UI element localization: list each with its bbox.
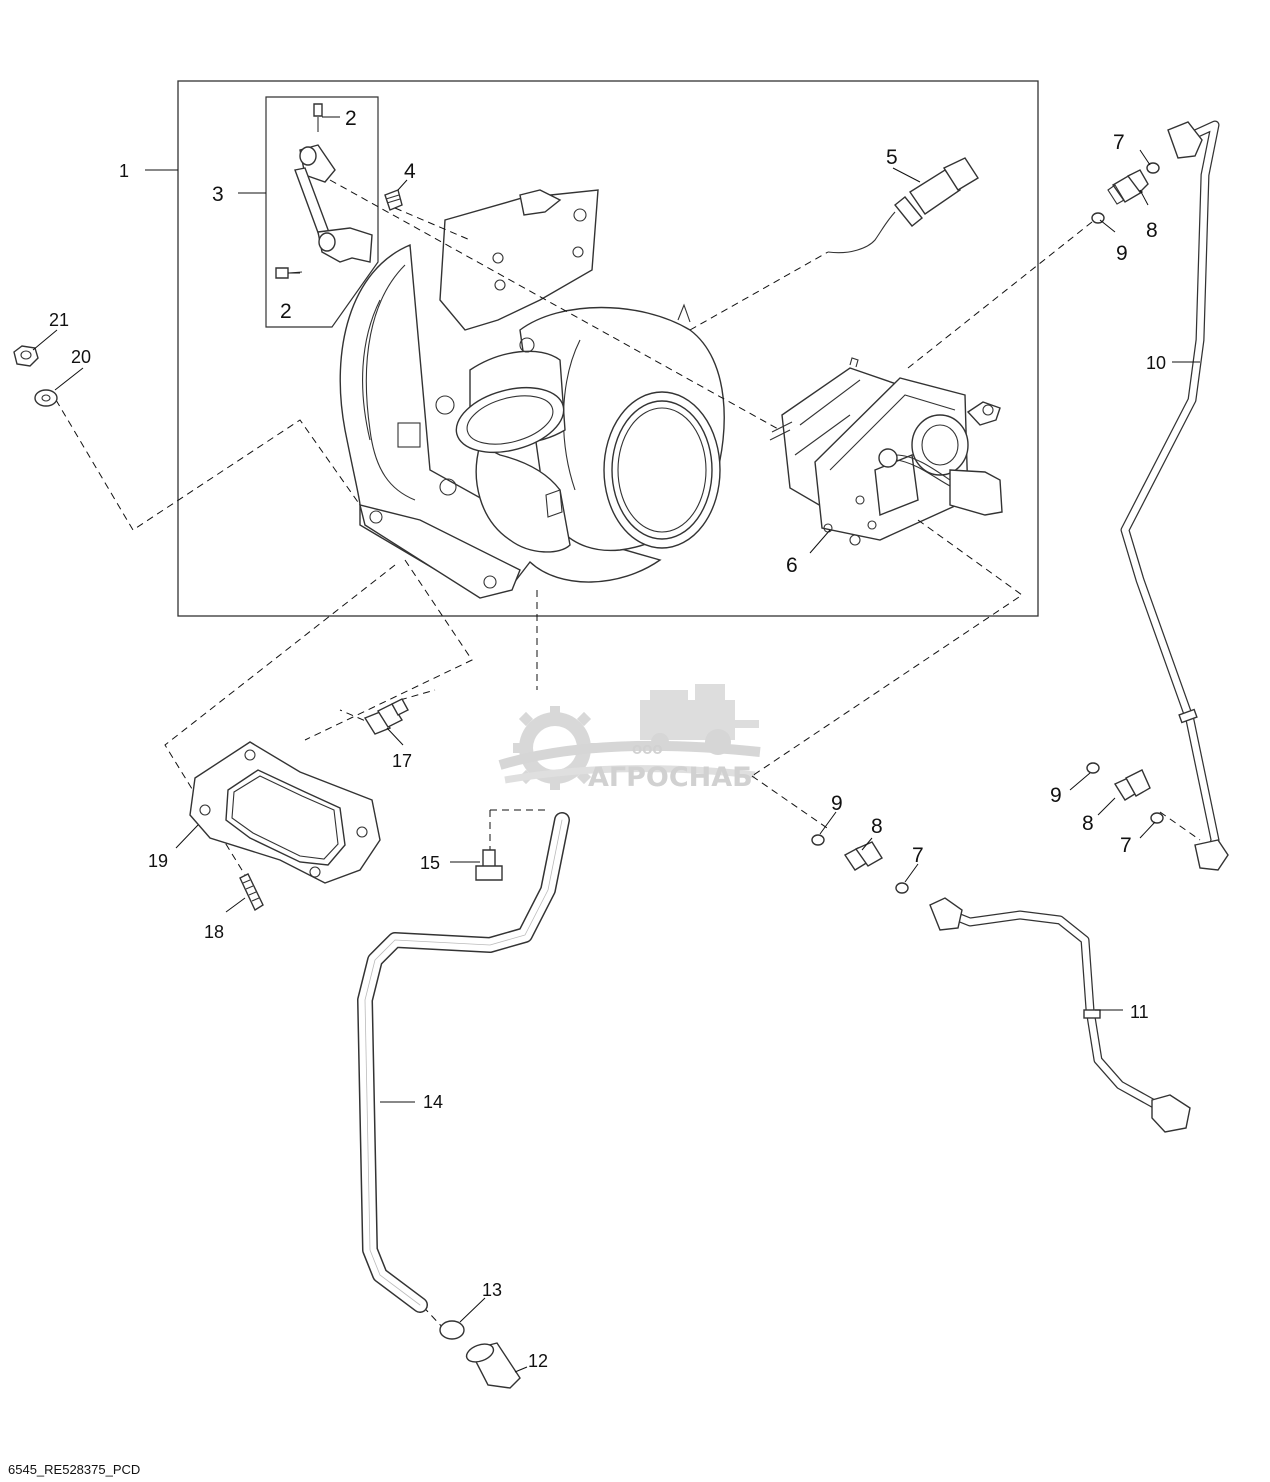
stud-18 [239,873,264,912]
watermark-prefix: ООО [632,743,663,757]
callout-17: 17 [392,751,412,771]
elbow-fitting [465,1342,521,1389]
callout-20: 20 [71,347,91,367]
bolt-15 [475,849,503,881]
callout-9-top: 9 [1116,242,1128,265]
watermark-company: АГРОСНАБ [588,762,753,793]
temperature-sensor [827,157,979,254]
adapter-fitting-8c [1113,769,1151,801]
callout-19: 19 [148,851,168,871]
callout-2-top: 2 [345,107,357,130]
gasket [189,741,381,884]
lever-linkage [275,103,373,279]
callout-13: 13 [482,1280,502,1300]
drawing-id: 6545_RE528375_PCD [8,1462,140,1477]
washer-9c [1086,762,1100,774]
callout-10: 10 [1146,353,1166,373]
callout-14: 14 [423,1092,443,1112]
turbocharger [339,189,725,599]
callout-11: 11 [1130,1002,1149,1022]
subassembly-frame [265,96,379,328]
callout-18: 18 [204,922,224,942]
callout-12: 12 [528,1351,548,1371]
oil-tube [929,897,1191,1133]
combine-harvester-icon [640,684,759,755]
callout-15: 15 [420,853,440,873]
callouts: 1 2 2 3 4 5 6 7 8 9 10 11 12 13 14 15 17… [49,107,1166,1371]
washer-7a [1146,162,1160,174]
callout-8-middle: 8 [871,815,883,838]
washer-7c [1150,812,1164,824]
leader-lines [32,116,1200,1373]
callout-5: 5 [886,146,898,169]
spring-nut [384,189,403,211]
fitting-17 [363,698,409,735]
callout-21: 21 [49,310,69,330]
callout-2-bottom: 2 [280,300,292,323]
assembly-lines [55,179,1201,1331]
callout-7-top: 7 [1113,131,1125,154]
adapter-fitting-8a [1107,169,1149,205]
callout-9-middle: 9 [831,792,843,815]
washer-9b [811,834,825,846]
o-ring [439,1320,465,1340]
assembly-frame [177,80,1039,617]
watermark-logo: ООО АГРОСНАБ [498,684,761,793]
callout-8-top: 8 [1146,219,1158,242]
callout-8-right: 8 [1082,812,1094,835]
callout-6: 6 [786,554,798,577]
callout-7-middle: 7 [912,844,924,867]
adapter-fitting-8b [843,841,883,871]
oil-supply-tube [1120,120,1229,871]
washer-7b [895,882,909,894]
nut-21 [13,345,39,367]
callout-9-right: 9 [1050,784,1062,807]
wastegate-actuator [769,357,1003,546]
callout-3: 3 [212,183,224,206]
washer-20 [34,389,58,407]
oil-drain-tube [357,812,570,1313]
callout-4: 4 [404,160,416,183]
callout-1: 1 [119,161,129,181]
callout-7-right: 7 [1120,834,1132,857]
